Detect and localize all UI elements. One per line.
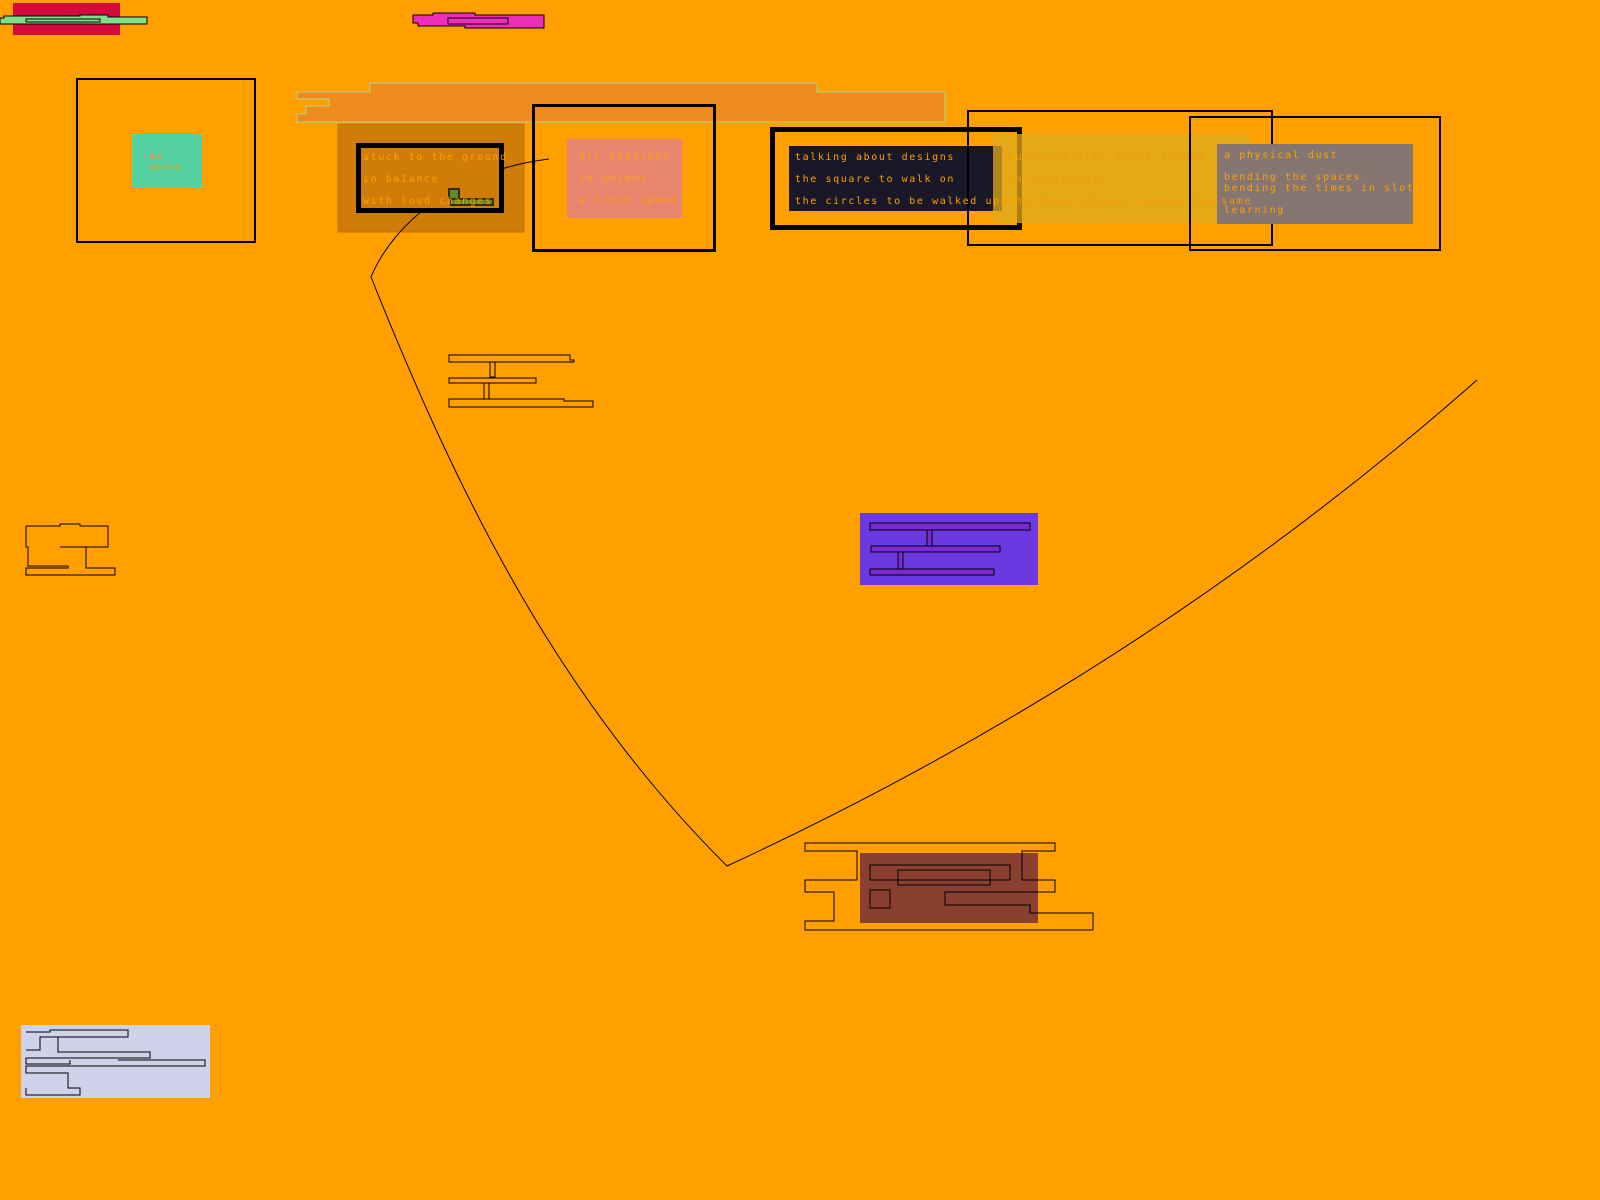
designs-card: talking about designs the square to walk… — [789, 146, 1014, 211]
stations-card: all stations in unions a fresh speed — [567, 139, 682, 218]
stations-line-3: a fresh speed — [579, 195, 679, 206]
pause-frame — [76, 78, 256, 243]
dust-frame — [1189, 116, 1441, 251]
ground-card: stuck to the ground in balance with loud… — [356, 143, 506, 213]
magenta-strip — [412, 12, 545, 29]
burdened-card: burdened with final straws in every case… — [993, 134, 1250, 223]
dust-line-3: bending the times in slots — [1224, 183, 1423, 194]
green-bar — [450, 198, 494, 206]
ground-line-1: stuck to the ground — [363, 152, 508, 163]
green-strip-inner — [25, 18, 101, 23]
burdened-line-3: the descriptions remain the same — [1008, 196, 1250, 207]
burdened-line-1: burdened with final straws — [1008, 152, 1207, 163]
lavender-block — [21, 1025, 210, 1098]
burdened-line-2: in every case — [1008, 174, 1108, 185]
magenta-strip-inner — [447, 17, 509, 25]
designs-line-2: the square to walk on — [795, 174, 956, 185]
designs-line-3: the circles to be walked upon — [795, 196, 1016, 207]
dust-card: a physical dust bending the spaces bendi… — [1217, 144, 1421, 224]
ground-line-3: with loud changes — [363, 196, 493, 207]
maroon-block — [860, 853, 1038, 923]
dust-line-1: a physical dust — [1224, 150, 1339, 161]
ground-line-2: in balance — [363, 174, 440, 185]
stations-line-2: in unions — [579, 173, 648, 184]
designs-line-1: talking about designs — [795, 152, 956, 163]
dust-line-2: bending the spaces — [1224, 172, 1362, 183]
orange-band — [296, 82, 946, 123]
pause-line-2: pause — [150, 162, 183, 171]
stations-line-1: all stations — [579, 151, 671, 162]
pause-line-1: as — [150, 152, 165, 162]
dust-line-4: learning — [1224, 205, 1285, 216]
stations-frame — [532, 104, 716, 252]
curve-line — [370, 158, 1478, 867]
maze-glyphs — [25, 354, 1094, 1096]
pause-card: as pause — [132, 134, 202, 188]
